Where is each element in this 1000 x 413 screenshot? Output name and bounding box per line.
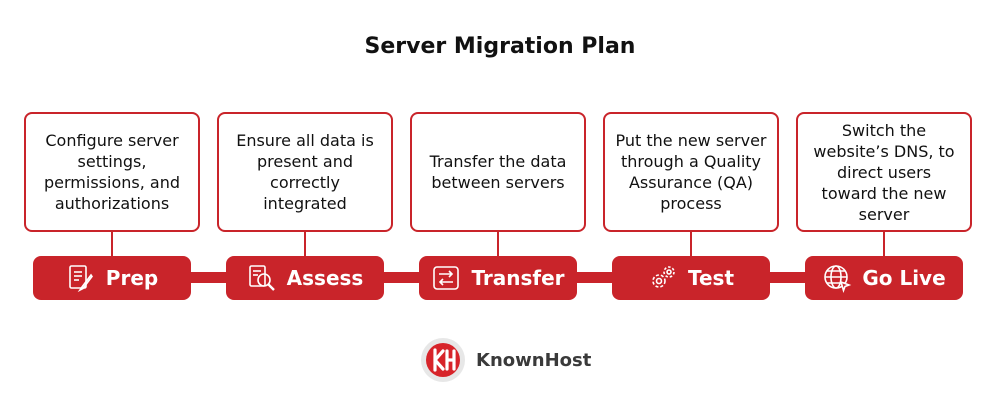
step-description: Transfer the data between servers: [429, 152, 567, 192]
step-card-test: Put the new server through a Quality Ass…: [603, 112, 779, 232]
step-pill-test: Test: [612, 256, 770, 300]
step-description: Ensure all data is present and correctly…: [236, 131, 374, 213]
step-pill-assess: Assess: [226, 256, 384, 300]
step-label: Assess: [286, 266, 364, 290]
step-label: Transfer: [471, 266, 565, 290]
brand-logo: KnownHost: [420, 337, 591, 383]
gears-icon: [652, 266, 675, 288]
connector-line: [883, 232, 885, 256]
connector-line: [690, 232, 692, 256]
clipboard-pen-icon: [68, 265, 93, 293]
step-description: Put the new server through a Quality Ass…: [615, 131, 767, 213]
step-card-prep: Configure server settings, permissions, …: [24, 112, 200, 232]
document-magnifier-icon: [248, 265, 275, 291]
knownhost-logo-icon: [421, 338, 465, 382]
step-description: Configure server settings, permissions, …: [44, 131, 180, 213]
connector-line: [497, 232, 499, 256]
step-card-transfer: Transfer the data between servers: [410, 112, 586, 232]
connector-line: [304, 232, 306, 256]
step-pill-go-live: Go Live: [805, 256, 963, 300]
step-pill-transfer: Transfer: [419, 256, 577, 300]
diagram-title: Server Migration Plan: [364, 34, 636, 59]
step-label: Go Live: [862, 266, 946, 290]
connector-line: [111, 232, 113, 256]
brand-name: KnownHost: [476, 349, 592, 371]
step-card-go-live: Switch the website’s DNS, to direct user…: [796, 112, 972, 232]
step-label: Prep: [105, 266, 159, 290]
step-description: Switch the website’s DNS, to direct user…: [813, 120, 955, 224]
step-pill-prep: Prep: [33, 256, 191, 300]
globe-cursor-icon: [824, 265, 852, 293]
step-label: Test: [687, 266, 734, 290]
step-card-assess: Ensure all data is present and correctly…: [217, 112, 393, 232]
transfer-arrows-icon: [433, 266, 460, 290]
